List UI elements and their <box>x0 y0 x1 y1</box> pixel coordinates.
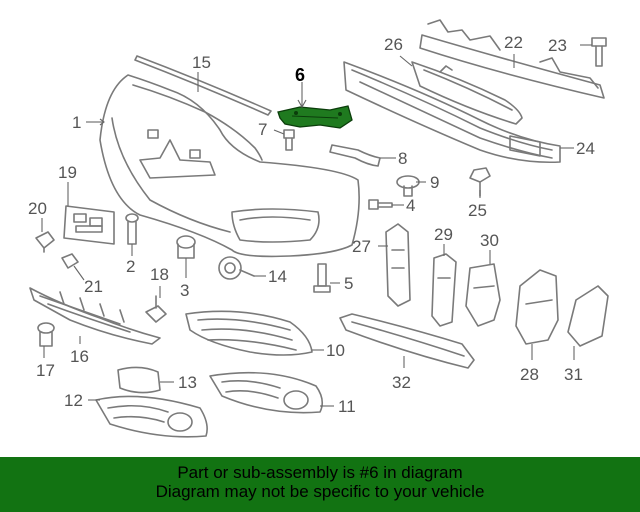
callout-30: 30 <box>480 231 499 250</box>
part-2-clip <box>125 213 139 245</box>
callout-4: 4 <box>406 196 415 215</box>
callout-12: 12 <box>64 391 83 410</box>
part-13-cover <box>117 366 161 394</box>
part-info-banner: Part or sub-assembly is #6 in diagram Di… <box>0 457 640 512</box>
part-8-strip <box>329 144 381 167</box>
callout-19: 19 <box>58 163 77 182</box>
callout-25: 25 <box>468 201 487 220</box>
callout-22: 22 <box>504 33 523 52</box>
part-5-bolt <box>313 263 331 293</box>
part-17-clip <box>37 322 55 347</box>
callout-29: 29 <box>434 225 453 244</box>
part-3-grommet <box>176 235 196 259</box>
callout-14: 14 <box>268 267 287 286</box>
callout-27: 27 <box>352 237 371 256</box>
part-22-upper-beam <box>419 19 605 99</box>
callout-9: 9 <box>430 173 439 192</box>
callout-21: 21 <box>84 277 103 296</box>
callout-32: 32 <box>392 373 411 392</box>
callout-11: 11 <box>338 397 356 416</box>
part-10-fog-grille <box>185 310 313 356</box>
callout-1: 1 <box>72 113 81 132</box>
callout-23: 23 <box>548 36 567 55</box>
part-15-upper-molding <box>134 55 272 116</box>
banner-line-part-reference: Part or sub-assembly is #6 in diagram <box>177 463 463 482</box>
part-19-license-bracket <box>63 205 115 245</box>
part-29-bracket <box>431 253 457 327</box>
callout-numbers: 1 2 3 4 5 6 7 8 9 10 11 12 13 14 15 16 1… <box>28 33 595 416</box>
part-1-bumper-face <box>99 74 360 258</box>
leader-lines <box>41 44 592 407</box>
part-9-grommet <box>396 175 420 197</box>
part-16-lower-grille <box>29 287 161 345</box>
callout-28: 28 <box>520 365 539 384</box>
callout-13: 13 <box>178 373 197 392</box>
banner-line-disclaimer: Diagram may not be specific to your vehi… <box>155 482 485 501</box>
callout-6: 6 <box>295 65 305 85</box>
front-bumper-exploded-diagram: 1 2 3 4 5 6 7 8 9 10 11 12 13 14 15 16 1… <box>28 19 609 438</box>
part-4-bolt <box>368 199 393 210</box>
part-30-bracket <box>465 263 501 327</box>
callout-3: 3 <box>180 281 189 300</box>
part-31-bracket <box>567 285 609 347</box>
callout-2: 2 <box>126 257 135 276</box>
part-20-screw <box>35 231 55 253</box>
callout-31: 31 <box>564 365 583 384</box>
part-11-fog-bezel-right <box>209 371 324 414</box>
part-23-bolt <box>591 37 607 67</box>
callout-16: 16 <box>70 347 89 366</box>
callout-8: 8 <box>398 149 407 168</box>
callout-20: 20 <box>28 199 47 218</box>
callout-18: 18 <box>150 265 169 284</box>
part-28-bracket <box>515 269 559 345</box>
part-18-bolt <box>145 295 167 323</box>
callout-17: 17 <box>36 361 55 380</box>
part-14-sensor <box>218 256 255 280</box>
callout-26: 26 <box>384 35 403 54</box>
callout-7: 7 <box>258 120 267 139</box>
callout-5: 5 <box>344 274 353 293</box>
part-26-absorber <box>411 61 523 125</box>
part-21-screw <box>61 253 79 269</box>
part-24-bumper-beam <box>343 61 561 164</box>
callout-24: 24 <box>576 139 595 158</box>
part-12-fog-bezel-left <box>95 395 208 438</box>
part-6-bracket-highlighted <box>277 105 353 129</box>
part-27-side-bracket <box>385 223 411 307</box>
part-32-lower-panel <box>339 313 475 369</box>
part-7-clip <box>283 129 295 151</box>
callout-10: 10 <box>326 341 345 360</box>
callout-15: 15 <box>192 53 211 72</box>
